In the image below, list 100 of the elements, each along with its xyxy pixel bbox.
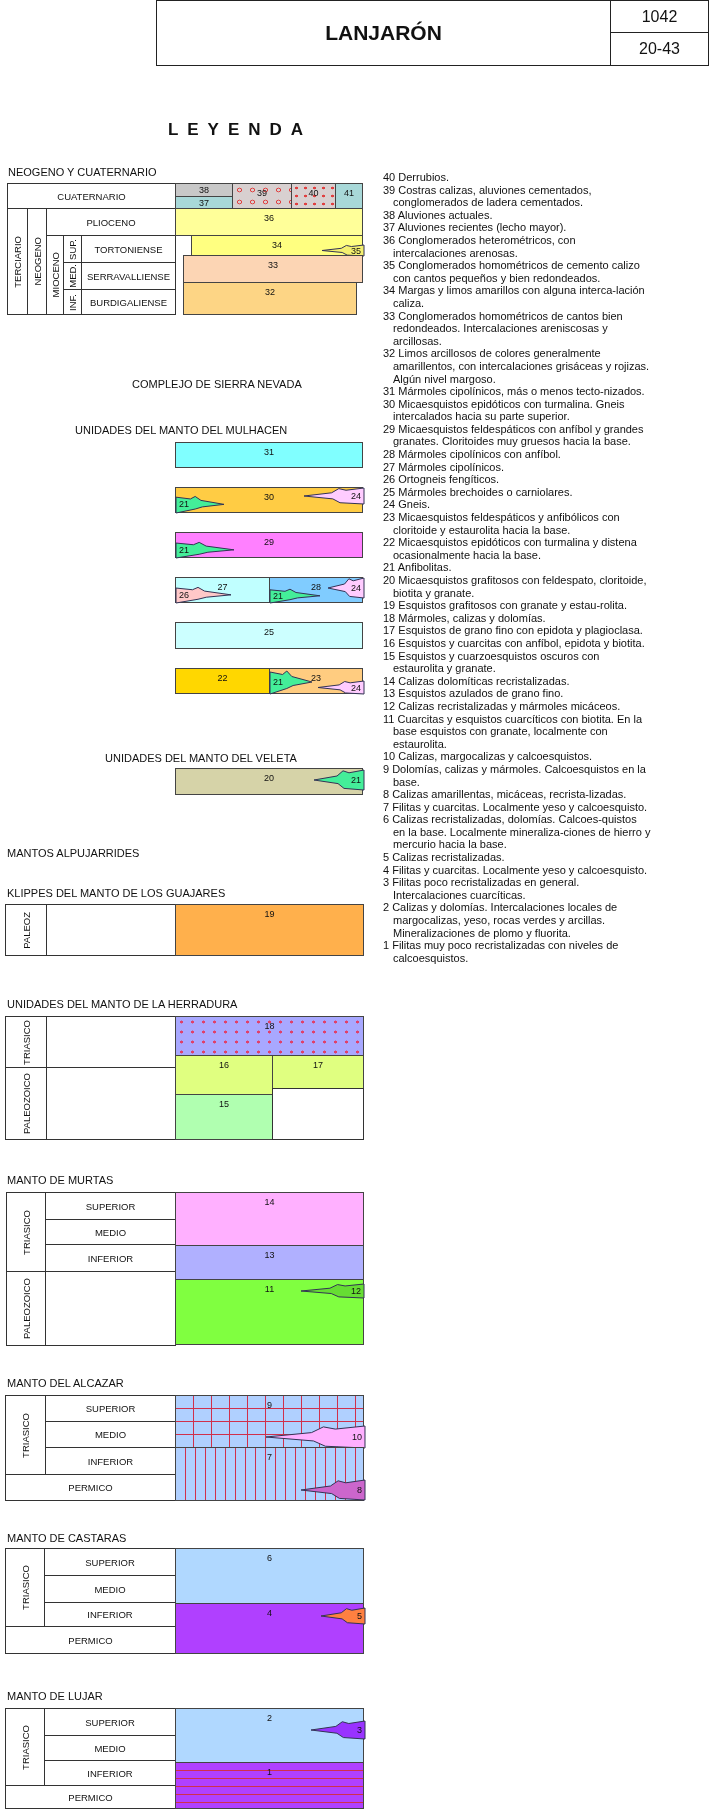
rock-unit-patch bbox=[269, 668, 363, 694]
unit-number: 1 bbox=[267, 1767, 272, 1777]
rock-unit-patch bbox=[175, 904, 364, 956]
rock-unit-patch bbox=[175, 1548, 364, 1604]
unit-description: 13 Esquistos azulados de grano fino. bbox=[383, 687, 565, 700]
unit-description: 24 Gneis. bbox=[383, 498, 432, 512]
age-label: MIOCENO bbox=[49, 252, 61, 298]
unit-number: 3 bbox=[357, 1725, 362, 1735]
unit-number: 21 bbox=[179, 544, 189, 555]
unit-number: 28 bbox=[311, 582, 321, 592]
sheet-number-box bbox=[610, 32, 709, 66]
unit-description: 39 Costras calizas, aluviones cementados, conglomerados de ladera cementados. bbox=[383, 183, 593, 209]
unit-number: 22 bbox=[217, 673, 228, 683]
unit-description: 21 Anfibolitas. bbox=[383, 561, 453, 574]
unit-description: 6 Calizas recristalizadas, dolomías. Calcoes-quistos en la base. Localmente mineraliza-ciones de hierro y mercurio hacia la base. bbox=[383, 813, 651, 852]
unit-number: 12 bbox=[351, 1286, 361, 1296]
rock-lens-patch bbox=[318, 681, 364, 694]
rock-unit-patch bbox=[175, 208, 363, 236]
section-heading: COMPLEJO DE SIERRA NEVADA bbox=[132, 378, 302, 390]
unit-description: 37 Aluviones recientes (lecho mayor). bbox=[383, 221, 568, 234]
unit-number: 18 bbox=[264, 1021, 275, 1031]
rock-lens-patch bbox=[270, 669, 312, 694]
unit-description: 29 Micaesquistos feldespáticos con anfíbol y grandes granates. Cloritoides muy gruesos hacia la base. bbox=[383, 422, 645, 449]
section-heading: MANTO DE MURTAS bbox=[7, 1174, 114, 1186]
unit-number: 5 bbox=[357, 1611, 362, 1621]
rock-lens-patch bbox=[270, 588, 320, 603]
unit-description: 23 Micaesquistos feldespáticos y anfibólicos con cloritoide y estaurolita hacia la base. bbox=[383, 511, 621, 537]
age-label: SUPERIOR bbox=[85, 1556, 135, 1568]
age-label: PALEOZ bbox=[20, 911, 32, 949]
unit-number: 23 bbox=[311, 673, 321, 683]
unit-description: 31 Mármoles cipolínicos, más o menos tecto-nizados. bbox=[383, 385, 646, 398]
unit-description: 22 Micaesquistos epidóticos con turmalina y distena ocasionalmente hacia la base. bbox=[383, 536, 638, 562]
rock-lens-patch bbox=[311, 1721, 365, 1739]
age-label: TORTONIENSE bbox=[94, 243, 163, 255]
rock-unit-patch bbox=[183, 282, 357, 315]
age-label: PERMICO bbox=[68, 1634, 113, 1646]
unit-description: 30 Micaesquistos epidóticos con turmalina. Gneis intercalados hacia su parte superior. bbox=[383, 397, 626, 423]
unit-description: 25 Mármoles brechoides o carniolares. bbox=[383, 485, 574, 499]
age-label: SUP. bbox=[67, 238, 78, 260]
unit-description: 19 Esquistos grafitosos con granate y estau-rolita. bbox=[383, 599, 628, 612]
unit-number: 37 bbox=[199, 197, 209, 208]
unit-number: 40 bbox=[308, 188, 319, 198]
unit-number: 32 bbox=[265, 287, 275, 297]
rock-unit-patch bbox=[175, 622, 363, 649]
age-label: SUPERIOR bbox=[85, 1716, 135, 1728]
unit-description: 12 Calizas recristalizadas y mármoles micáceos. bbox=[383, 699, 622, 713]
unit-number: 41 bbox=[344, 188, 354, 198]
rock-unit-patch bbox=[175, 1279, 364, 1345]
unit-number: 2 bbox=[267, 1713, 272, 1723]
unit-number: 34 bbox=[272, 240, 282, 250]
unit-number: 26 bbox=[179, 589, 189, 600]
stratigraphy-cell bbox=[6, 1192, 46, 1272]
age-label: PLIOCENO bbox=[86, 216, 136, 228]
rock-lens-patch bbox=[314, 770, 364, 790]
stratigraphy-cell bbox=[5, 1708, 45, 1786]
unit-number: 24 bbox=[351, 583, 361, 593]
age-label: BURDIGALIENSE bbox=[89, 296, 168, 308]
unit-number: 17 bbox=[313, 1060, 323, 1070]
unit-number: 25 bbox=[264, 627, 274, 637]
rock-unit-patch bbox=[175, 577, 270, 603]
unit-number: 19 bbox=[264, 909, 275, 919]
unit-description: 26 Ortogneis fengíticos. bbox=[383, 473, 501, 486]
age-label: MEDIO bbox=[94, 1429, 127, 1440]
sheet-name: LANJARÓN bbox=[325, 21, 442, 45]
age-label: MEDIO bbox=[94, 1583, 126, 1595]
rock-unit-patch bbox=[175, 532, 363, 558]
unit-number: 21 bbox=[273, 676, 283, 687]
section-heading: MANTO DE CASTARAS bbox=[7, 1532, 127, 1544]
stratigraphy-cell bbox=[6, 1271, 46, 1346]
rock-unit-patch bbox=[335, 183, 363, 209]
age-label: PALEOZOICO bbox=[20, 1072, 32, 1135]
age-label: TRIASICO bbox=[20, 1209, 32, 1255]
stratigraphy-cell bbox=[5, 1626, 176, 1654]
age-label: SUPERIOR bbox=[85, 1200, 136, 1212]
empty-cell bbox=[272, 1088, 364, 1140]
age-label: INFERIOR bbox=[87, 1609, 133, 1620]
unit-description: 14 Calizas dolomíticas recristalizadas. bbox=[383, 674, 571, 688]
unit-number: 27 bbox=[217, 582, 228, 592]
unit-number: 31 bbox=[264, 447, 274, 457]
stratigraphy-cell bbox=[5, 1067, 47, 1140]
stratigraphy-cell bbox=[5, 1548, 45, 1627]
age-label: PERMICO bbox=[68, 1791, 113, 1803]
stratigraphy-cell bbox=[5, 1395, 46, 1475]
stratigraphy-cell bbox=[5, 1016, 47, 1068]
section-heading: MANTO DEL ALCAZAR bbox=[7, 1377, 124, 1389]
age-label: INFERIOR bbox=[87, 1455, 134, 1467]
unit-number: 35 bbox=[351, 245, 361, 256]
unit-description: 28 Mármoles cipolínicos con anfíbol. bbox=[383, 448, 562, 461]
unit-description: 7 Filitas y cuarcitas. Localmente yeso y calcoesquisto. bbox=[383, 800, 649, 814]
unit-number: 11 bbox=[264, 1284, 275, 1294]
unit-number: 33 bbox=[268, 260, 278, 270]
age-label: NEOGENO bbox=[31, 237, 43, 286]
unit-number: 20 bbox=[264, 773, 274, 783]
unit-description: 34 Margas y limos amarillos con alguna interca-lación caliza. bbox=[383, 284, 646, 310]
rock-lens-patch bbox=[321, 1608, 365, 1624]
unit-number: 21 bbox=[273, 590, 283, 601]
rock-unit-patch bbox=[183, 255, 363, 283]
unit-number: 21 bbox=[179, 499, 189, 509]
rock-unit-patch bbox=[175, 1708, 364, 1763]
unit-description: 8 Calizas amarillentas, micáceas, recrista-lizadas. bbox=[383, 788, 628, 801]
